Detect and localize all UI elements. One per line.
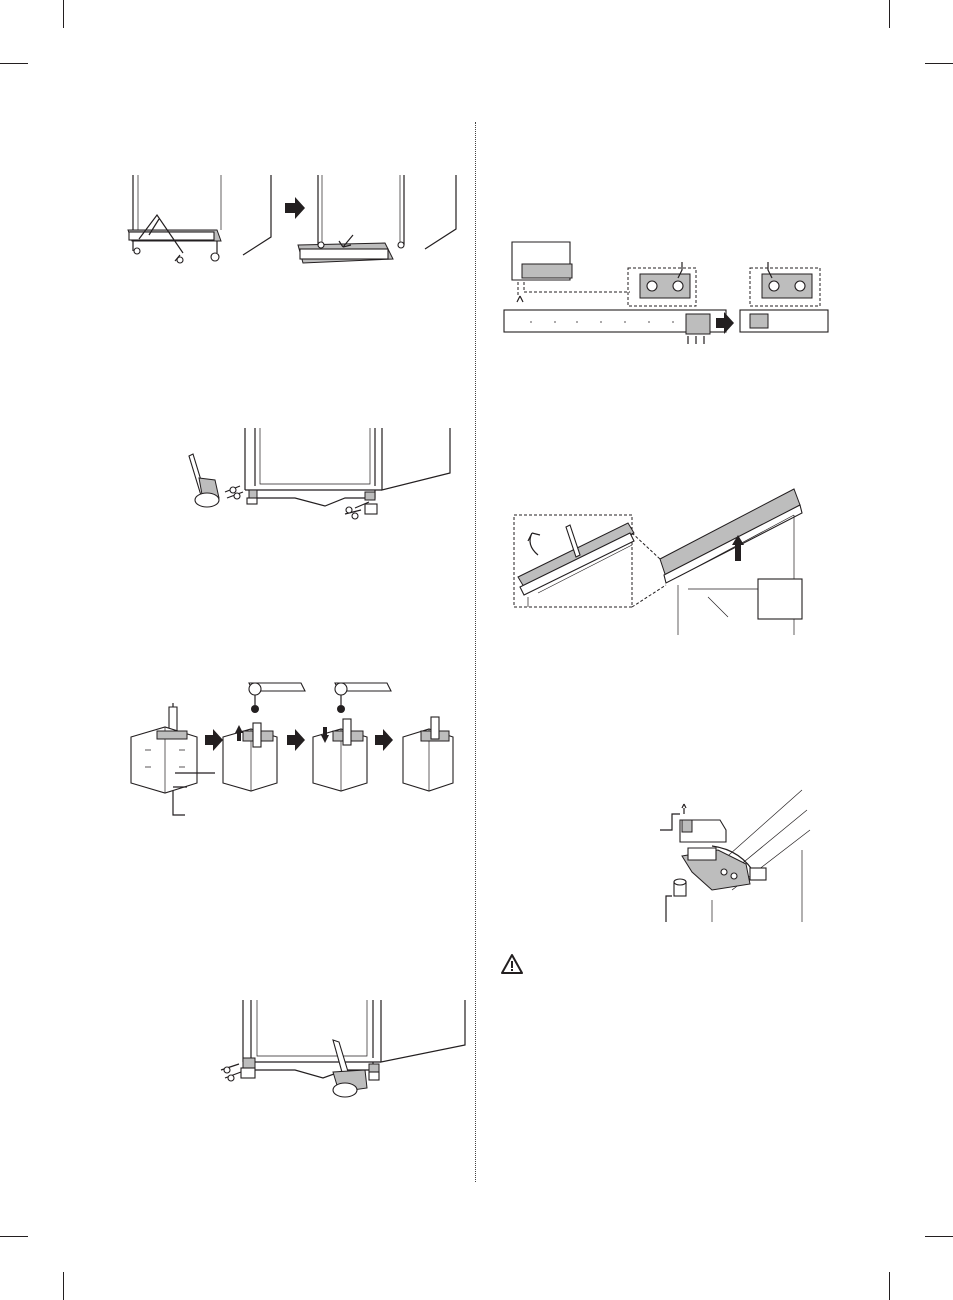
fridge-base-cover-removal [125, 175, 460, 275]
door-hinge-bracket-removal [500, 240, 830, 350]
crop-mark [889, 1272, 890, 1300]
crop-mark [63, 1272, 64, 1300]
right-hinge-adjust-wrench [215, 1000, 470, 1105]
crop-mark [925, 63, 953, 64]
door-hinge-parts [652, 790, 810, 922]
arrow-right-icon [285, 197, 305, 219]
crop-mark [0, 1236, 28, 1237]
crop-mark [889, 0, 890, 28]
left-hinge-adjust-wrench [185, 428, 455, 528]
crop-mark [925, 1236, 953, 1237]
crop-mark [63, 0, 64, 28]
column-divider [475, 122, 476, 1182]
hinge-pin-swap-sequence [125, 675, 455, 820]
crop-mark [0, 63, 28, 64]
door-cap-removal [508, 485, 808, 637]
warning-icon [500, 953, 524, 975]
